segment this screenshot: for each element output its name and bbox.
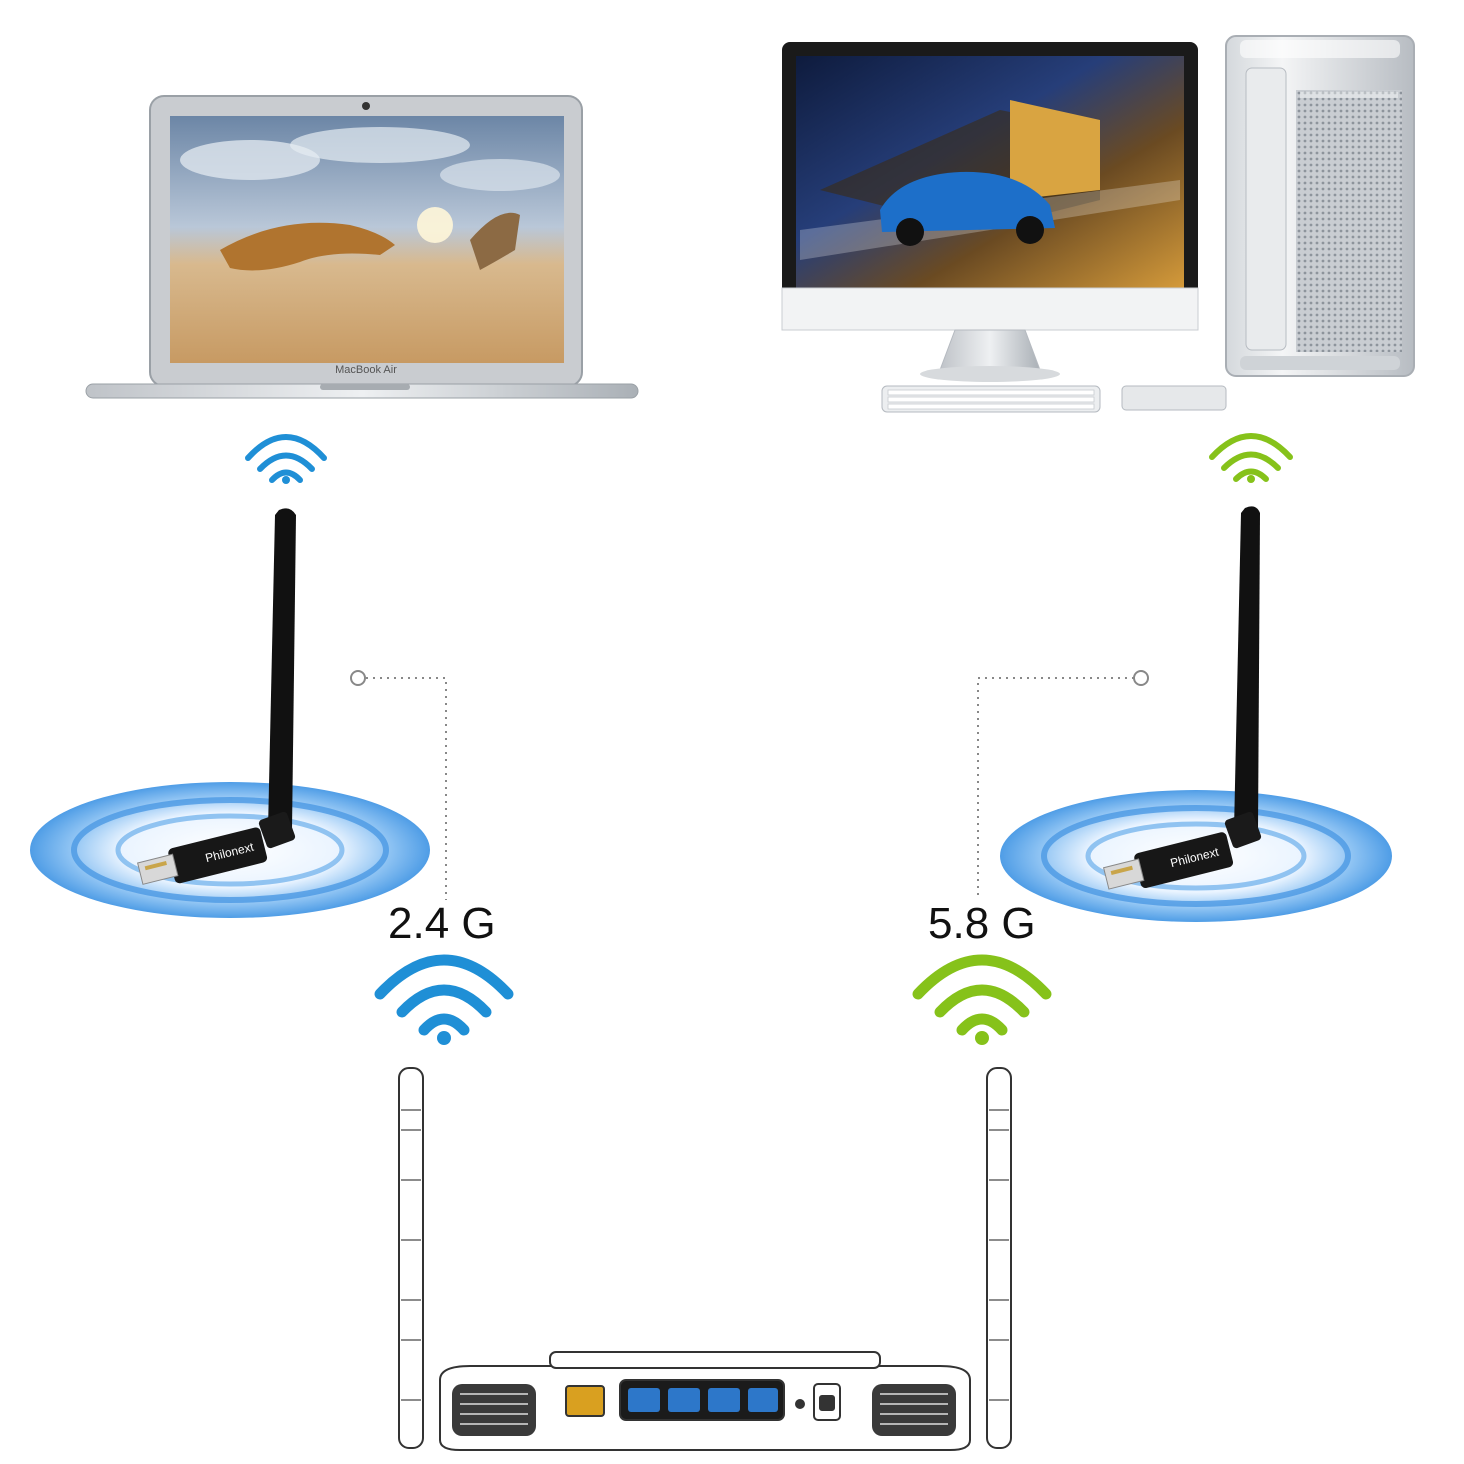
router-icon [399,1068,1011,1450]
laptop-brand-label: MacBook Air [335,364,397,376]
tower-pc-icon [1226,36,1414,376]
usb-antenna-adapter-icon: Philonext [30,508,430,918]
band-label-24g: 2.4 G [388,902,496,946]
keyboard-icon [882,386,1100,412]
laptop-icon: MacBook Air [86,96,638,398]
usb-antenna-adapter-icon: Philonext [1000,506,1392,922]
callout-dot-right [1134,671,1148,685]
band-label-58g: 5.8 G [928,902,1036,946]
callout-dot-left [351,671,365,685]
desktop-monitor-icon [782,42,1198,382]
wifi-icon [248,437,324,484]
wifi-icon [380,960,508,1045]
trackpad-icon [1122,386,1226,410]
wifi-icon [918,960,1046,1045]
wifi-icon [1212,436,1290,483]
